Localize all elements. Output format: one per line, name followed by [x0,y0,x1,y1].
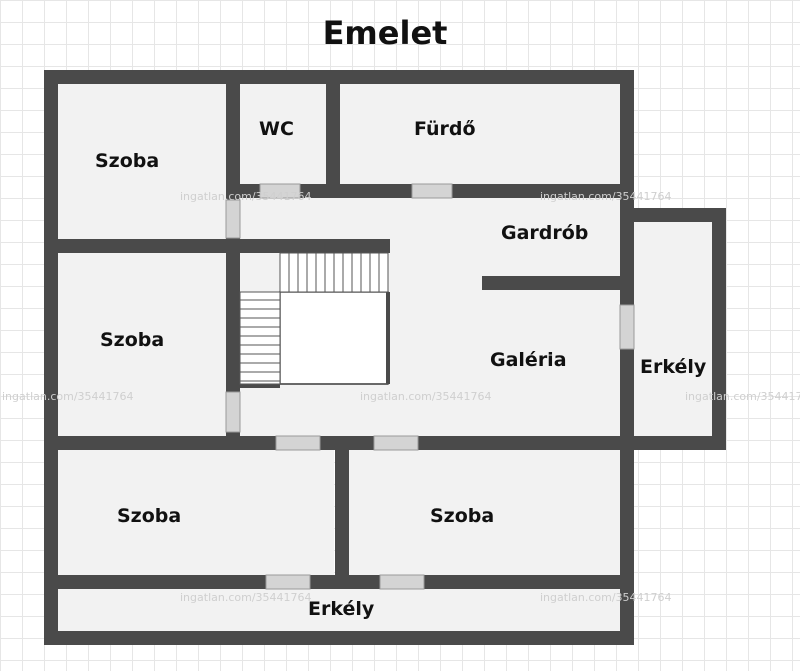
room-erkely-bottom [58,589,620,631]
room-label-gardrob: Gardrób [501,222,589,244]
door-erkely-bottom-left [265,574,311,590]
door-wc [259,183,301,199]
room-szoba-mid-left [58,253,226,436]
wall-mid-horizontal [58,436,620,450]
room-furdo [340,84,620,184]
stair-steps [240,253,380,382]
room-label-erkely-bottom: Erkély [308,598,375,620]
door-szoba-bottom-right [373,435,419,451]
room-label-szoba-bottom-left: Szoba [117,505,182,527]
door-furdo [411,183,453,199]
walls [44,70,726,645]
wall-bottom-divider [335,450,349,575]
wall-left-mid [58,239,390,253]
outer-wall [44,70,634,84]
room-label-erkely-right: Erkély [640,356,707,378]
wall-stair [240,382,280,388]
room-fills [58,84,712,631]
watermark: ingatlan.com/35441764 [685,390,800,403]
stair-landing [279,291,389,385]
watermark: ingatlan.com/35441764 [540,591,672,604]
room-szoba-bottom-right [349,450,620,575]
door-szoba-bottom-left [275,435,321,451]
door-szoba-top-left [225,199,241,239]
floor-title: Emelet [322,14,448,52]
room-label-szoba-top-left: Szoba [95,150,160,172]
door-szoba-mid-left [225,391,241,433]
room-szoba-bottom-left [58,450,334,575]
watermark: ingatlan.com/35441764 [540,190,672,203]
room-label-wc: WC [259,118,294,140]
wall-wc-left [226,84,240,436]
watermark: ingatlan.com/35441764 [2,390,134,403]
stair-lower-run [239,291,281,385]
wall-balcony-top [58,575,620,589]
watermark: ingatlan.com/35441764 [180,190,312,203]
room-label-szoba-mid-left: Szoba [100,329,165,351]
room-label-furdo: Fürdő [414,118,476,140]
outer-wall [620,70,634,645]
watermark: ingatlan.com/35441764 [360,390,492,403]
door-erkely-bottom-right [379,574,425,590]
balcony-wall [620,436,726,450]
room-erkely-right [634,222,712,436]
balcony-wall [620,208,726,222]
outer-wall [44,70,58,645]
room-szoba-top-left [58,84,226,239]
room-label-szoba-bottom-right: Szoba [430,505,495,527]
watermark: ingatlan.com/35441764 [180,591,312,604]
balcony-wall [712,208,726,450]
staircase [239,252,390,385]
door-erkely-right [619,304,635,350]
doors [225,183,635,590]
wall-gardrob [482,276,620,290]
room-wc [240,84,326,184]
wall-wc-right [326,84,340,184]
room-label-galeria: Galéria [490,349,567,371]
outer-wall [44,631,634,645]
